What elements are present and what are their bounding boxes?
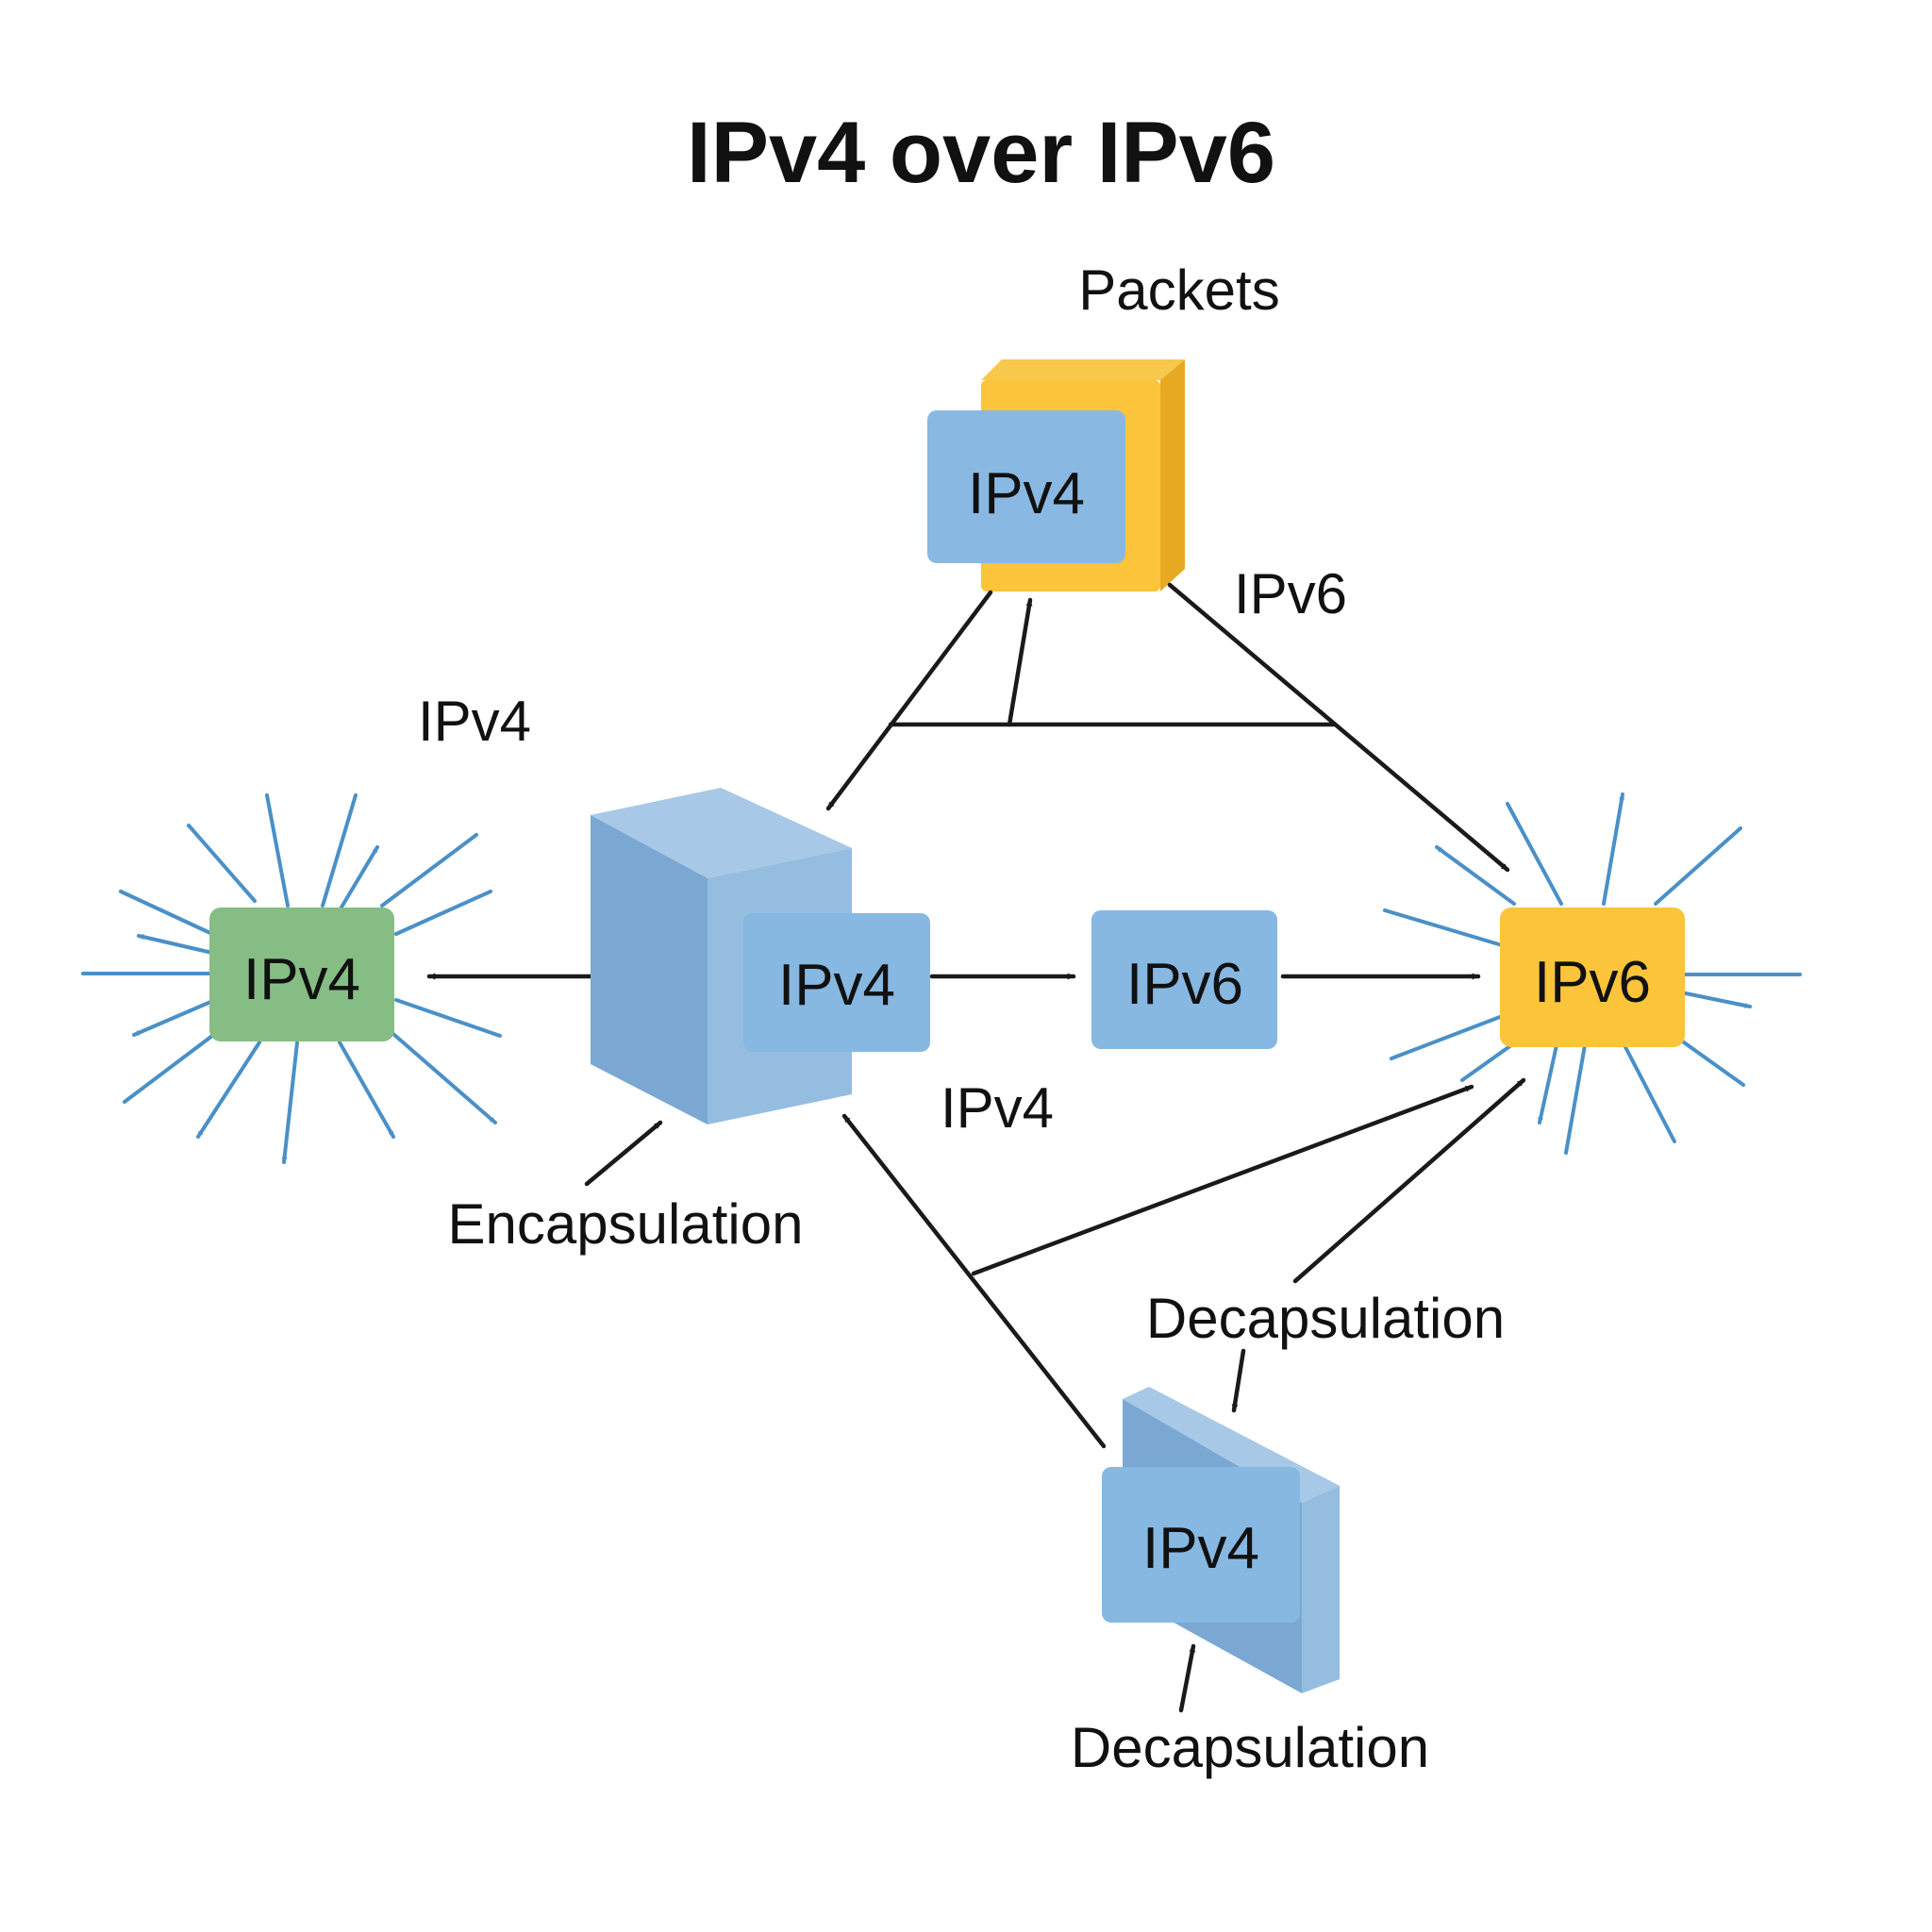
packet-ipv4-box (927, 410, 1125, 563)
arrow-decap-to-encap (841, 1113, 1107, 1449)
ipv4-left-label: IPv4 (418, 690, 531, 753)
arrow-packet-to-encap (825, 590, 993, 811)
decap-router-ipv4-box (1102, 1467, 1300, 1623)
arrow-encap-label-to-router (584, 1120, 663, 1187)
bottom-arrows (584, 1077, 1526, 1713)
ipv6-top-label: IPv6 (1234, 562, 1347, 625)
arrow-bottom-label-to-router (1178, 1643, 1196, 1713)
left-host-burst (81, 793, 502, 1164)
left-ipv4-host: IPv4 (209, 908, 394, 1041)
packet-ipv6-block-side (1160, 359, 1185, 591)
tunnel-ipv6-box (1091, 910, 1277, 1049)
right-ipv6-host-label: IPv6 (1534, 950, 1651, 1015)
right-ipv6-host: IPv6 (1500, 908, 1685, 1047)
encap-router-ipv4-box (743, 913, 930, 1052)
arrow-branch-to-right-host (971, 1084, 1474, 1276)
right-host-burst (1383, 792, 1802, 1155)
decap-router-side (1302, 1486, 1340, 1693)
left-ipv4-host-label: IPv4 (243, 947, 360, 1012)
decapsulation-upper-label: Decapsulation (1146, 1287, 1505, 1350)
decap-router: IPv4 (1102, 1387, 1340, 1693)
right-ipv6-host-box (1500, 908, 1685, 1047)
packets-label: Packets (1078, 258, 1279, 322)
encap-router: IPv4 (591, 788, 930, 1124)
arrow-packet-to-ipv6-host (1167, 582, 1510, 873)
tunnel-ipv6-label: IPv6 (1126, 952, 1243, 1017)
decapsulation-lower-label: Decapsulation (1071, 1716, 1429, 1779)
arrow-decap-label-to-router (1231, 1348, 1246, 1413)
diagram-title: IPv4 over IPv6 (687, 105, 1275, 201)
left-ipv4-host-box (209, 908, 394, 1041)
encap-router-top (591, 788, 852, 878)
arrow-up-to-packet (1007, 597, 1033, 727)
arrow-decap-label-to-right-host (1292, 1077, 1526, 1284)
decap-router-ipv4-label: IPv4 (1142, 1516, 1259, 1581)
packet-ipv6-block-top (981, 359, 1185, 380)
packet-stack: IPv4 (927, 359, 1185, 591)
encap-router-front (591, 815, 708, 1124)
packet-ipv4-label: IPv4 (968, 461, 1085, 526)
tunnel-ipv6-packet: IPv6 (1091, 910, 1277, 1049)
ipv4-mid-label: IPv4 (941, 1076, 1054, 1140)
encap-router-ipv4-label: IPv4 (778, 953, 895, 1018)
encapsulation-label: Encapsulation (448, 1192, 804, 1256)
top-arrows (825, 582, 1510, 873)
